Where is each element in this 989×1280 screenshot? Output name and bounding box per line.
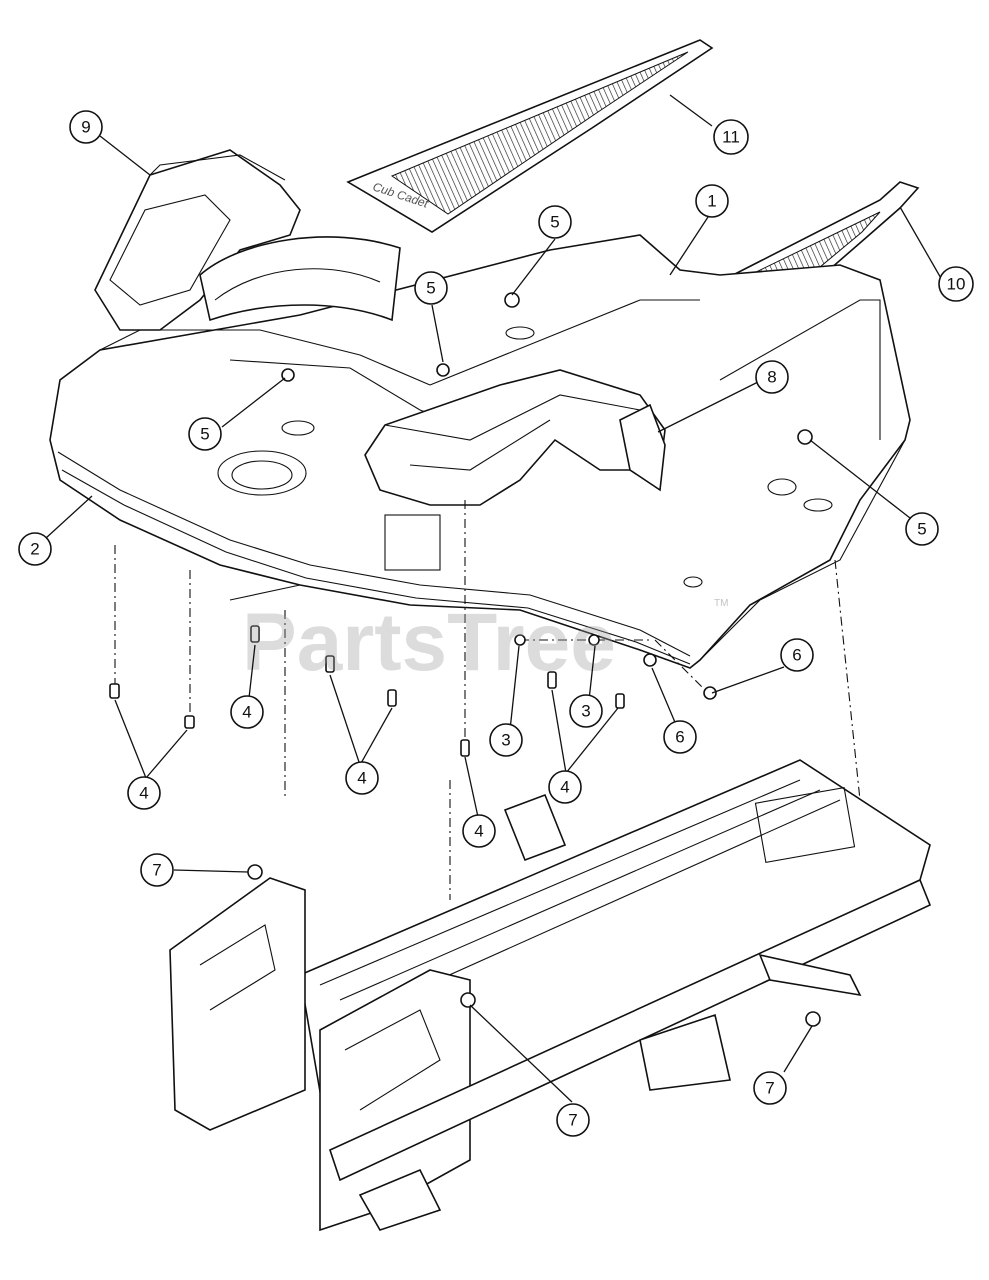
callout-label: 11 — [722, 128, 740, 147]
screw — [547, 671, 557, 689]
callout-6: 6 — [780, 638, 814, 672]
screw — [109, 683, 120, 699]
callout-4: 4 — [548, 770, 582, 804]
callout-6: 6 — [663, 720, 697, 754]
screw — [387, 689, 397, 707]
callout-label: 3 — [501, 731, 510, 750]
bushing — [514, 634, 526, 646]
nut — [460, 992, 476, 1008]
callout-label: 4 — [139, 784, 148, 803]
watermark-trademark: TM — [714, 598, 728, 609]
callout-label: 5 — [550, 213, 559, 232]
nut — [643, 653, 657, 667]
callout-label: 6 — [792, 646, 801, 665]
callout-1: 1 — [695, 184, 729, 218]
callout-label: 8 — [767, 368, 776, 387]
watermark: PartsTree TM — [242, 597, 728, 688]
callout-5: 5 — [538, 205, 572, 239]
callout-label: 10 — [947, 275, 966, 294]
callout-label: 5 — [200, 425, 209, 444]
callout-label: 7 — [765, 1079, 774, 1098]
leader-lines — [45, 94, 943, 1103]
callout-label: 9 — [81, 118, 90, 137]
callout-8: 8 — [755, 360, 789, 394]
callout-7: 7 — [140, 853, 174, 887]
callout-3: 3 — [569, 694, 603, 728]
chassis-frame — [169, 759, 932, 1232]
seat-pan — [94, 149, 401, 331]
bushing — [588, 634, 600, 646]
callout-label: 7 — [568, 1111, 577, 1130]
callout-9: 9 — [69, 110, 103, 144]
callout-label: 4 — [357, 769, 366, 788]
nut — [247, 864, 263, 880]
callout-5: 5 — [188, 417, 222, 451]
callout-label: 3 — [581, 702, 590, 721]
callouts: 9 11 5 1 10 5 8 5 5 2 6 4 3 3 6 4 4 4 4 … — [18, 110, 974, 1137]
callout-label: 1 — [707, 192, 716, 211]
callout-label: 7 — [152, 861, 161, 880]
callout-3: 3 — [489, 723, 523, 757]
callout-2: 2 — [18, 532, 52, 566]
callout-label: 2 — [30, 540, 39, 559]
callout-4: 4 — [462, 814, 496, 848]
assembly-lines — [114, 500, 861, 900]
screw — [184, 715, 195, 729]
callout-label: 5 — [426, 279, 435, 298]
callout-7: 7 — [556, 1103, 590, 1137]
nut — [805, 1011, 821, 1027]
callout-label: 6 — [675, 728, 684, 747]
footrest-mat-large: Cub Cadet — [346, 39, 714, 233]
screw — [460, 739, 470, 757]
nut — [504, 292, 520, 308]
callout-5: 5 — [905, 512, 939, 546]
callout-4: 4 — [230, 695, 264, 729]
nut — [797, 429, 813, 445]
nut — [703, 686, 717, 700]
callout-4: 4 — [127, 776, 161, 810]
watermark-text: PartsTree — [242, 597, 616, 688]
center-console — [364, 369, 666, 506]
callout-7: 7 — [753, 1071, 787, 1105]
callout-10: 10 — [938, 266, 974, 302]
callout-label: 4 — [242, 703, 251, 722]
screw — [615, 693, 625, 709]
screw — [250, 625, 260, 643]
callout-4: 4 — [345, 761, 379, 795]
nut — [436, 363, 450, 377]
callout-label: 4 — [474, 822, 483, 841]
callout-5: 5 — [414, 271, 448, 305]
callout-label: 4 — [560, 778, 569, 797]
callout-label: 5 — [917, 520, 926, 539]
screw — [325, 655, 335, 673]
callout-11: 11 — [713, 119, 749, 155]
